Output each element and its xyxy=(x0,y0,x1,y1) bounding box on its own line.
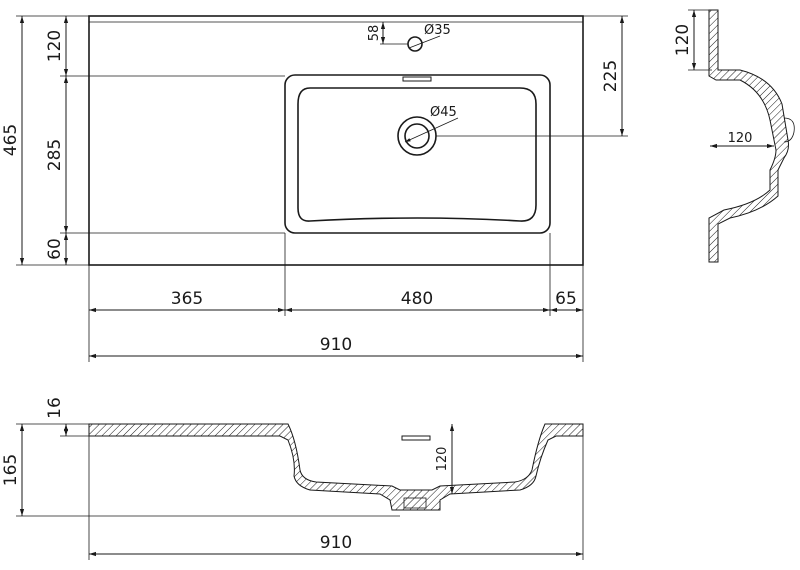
dim-front-overall-width: 910 xyxy=(320,533,352,553)
dim-bowl-width: 480 xyxy=(401,289,433,309)
dim-front-top-thickness: 16 xyxy=(45,397,65,419)
dim-tap-hole: Ø35 xyxy=(424,23,451,38)
dim-bowl-depth: 285 xyxy=(45,139,65,171)
side-section xyxy=(708,9,789,263)
drain-inner xyxy=(404,123,430,149)
drain-outer xyxy=(397,116,437,156)
dim-left-shelf: 365 xyxy=(171,289,203,309)
dim-front-ledge: 60 xyxy=(45,238,65,260)
dim-back-ledge: 120 xyxy=(45,30,65,62)
overflow-slot xyxy=(402,76,432,82)
dim-overall-width-top: 910 xyxy=(320,335,352,355)
dim-total-depth: 465 xyxy=(1,124,21,156)
dim-side-bowl-depth: 120 xyxy=(728,131,753,146)
top-view: 465 120 285 60 58 Ø35 Ø45 225 365 480 65… xyxy=(1,15,628,362)
dim-tap-offset: 58 xyxy=(367,25,382,42)
dim-drain-hole: Ø45 xyxy=(430,105,457,120)
front-view: 165 16 120 910 xyxy=(1,397,584,560)
dim-front-total-height: 165 xyxy=(1,454,21,486)
dim-front-bowl-depth: 120 xyxy=(435,447,450,472)
dim-right-edge: 65 xyxy=(555,289,577,309)
front-section xyxy=(88,423,584,511)
bowl-inner-outline xyxy=(297,87,537,222)
countertop-outline xyxy=(88,15,584,266)
side-view: 120 120 xyxy=(673,9,795,263)
front-overflow xyxy=(401,435,431,441)
dim-drain-offset: 225 xyxy=(601,60,621,92)
dim-side-back-height: 120 xyxy=(673,24,693,56)
bowl-outer-outline xyxy=(284,74,551,234)
